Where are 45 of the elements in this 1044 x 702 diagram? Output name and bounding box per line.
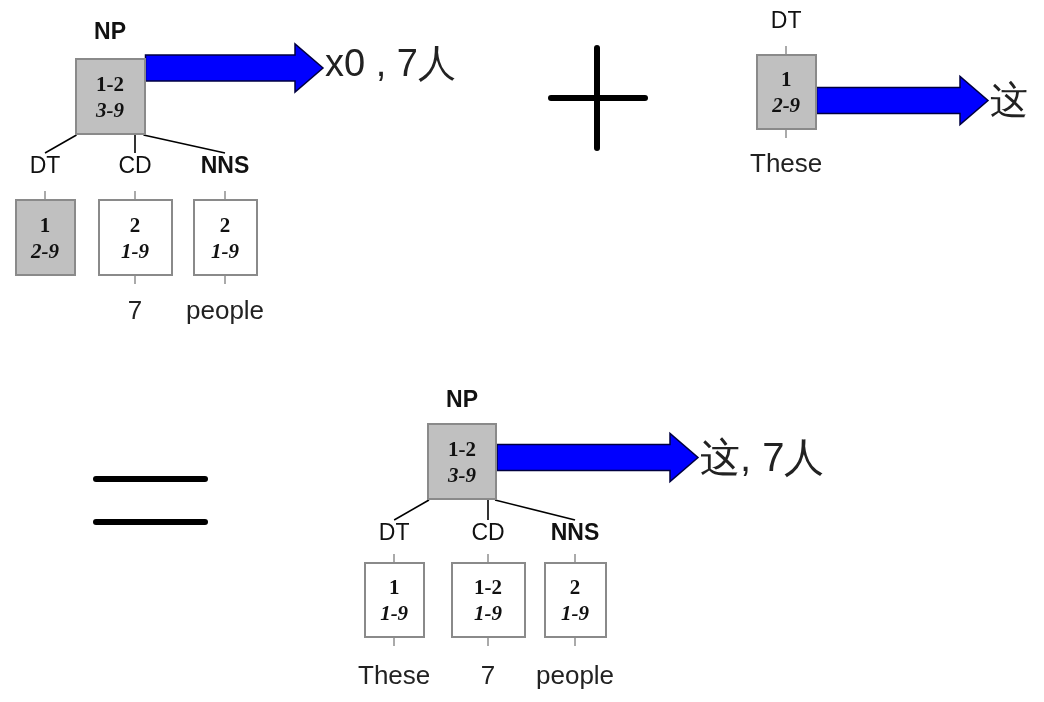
block-arrow: [815, 74, 990, 127]
category-label: DT: [378, 519, 410, 545]
range-text: 3-9: [96, 96, 124, 123]
tree-line: [393, 499, 430, 521]
translation-text: 这, 7人: [700, 430, 825, 485]
category-label: NNS: [200, 152, 250, 178]
category-label: NP: [94, 18, 126, 44]
tree-line: [494, 499, 576, 521]
index-text: 2: [129, 211, 141, 238]
tree-line: [142, 134, 226, 154]
range-text: 1-9: [561, 600, 590, 626]
index-text: 2: [569, 574, 581, 600]
word-label: people: [536, 661, 615, 689]
block-arrow: [144, 42, 325, 94]
block-arrow: [496, 431, 700, 484]
tree-line: [134, 134, 136, 154]
word-label: 7: [480, 661, 496, 689]
word-label: These: [750, 149, 823, 177]
word-label: 7: [127, 296, 143, 324]
index-text: 1-2: [448, 435, 476, 462]
tree-line: [44, 134, 78, 154]
range-text: 1-9: [211, 237, 240, 264]
word-label: people: [186, 296, 265, 324]
category-label: NP: [446, 386, 478, 412]
category-label: DT: [29, 152, 61, 178]
range-text: 2-9: [31, 237, 59, 264]
index-text: 1-2: [96, 70, 124, 97]
index-text: 1: [388, 574, 400, 600]
translation-text: x0 , 7人: [325, 38, 456, 89]
range-text: 1-9: [474, 600, 502, 626]
range-text: 1-9: [380, 600, 409, 626]
tree-line: [487, 499, 489, 521]
range-text: 2-9: [772, 92, 801, 118]
translation-text: 这: [990, 75, 1028, 126]
category-label: CD: [118, 152, 152, 178]
category-label: NNS: [550, 519, 600, 545]
range-text: 3-9: [448, 461, 476, 488]
index-text: 1: [39, 211, 51, 238]
index-text: 2: [219, 211, 231, 238]
word-label: These: [358, 661, 431, 689]
index-text: 1-2: [474, 574, 502, 600]
range-text: 1-9: [121, 237, 149, 264]
category-label: DT: [770, 7, 802, 33]
index-text: 1: [780, 66, 792, 92]
category-label: CD: [471, 519, 505, 545]
